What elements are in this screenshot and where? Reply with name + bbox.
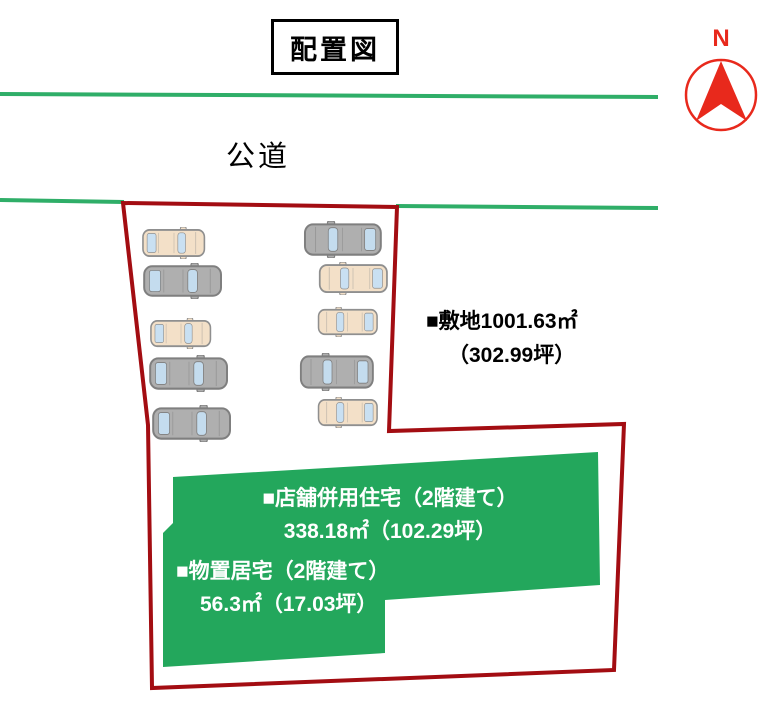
car-beige-left [317, 397, 378, 428]
compass-north-label: N [712, 25, 730, 52]
site-area-line1: ■敷地1001.63㎡ [426, 310, 578, 333]
site-area-label: ■敷地1001.63㎡ （302.99坪） [426, 305, 578, 373]
main-building-area: 338.18㎡（102.29坪） [283, 520, 497, 543]
road-line-bottom-left [0, 198, 125, 204]
road-line-bottom-right [395, 204, 659, 210]
site-area-line2: （302.99坪） [448, 344, 576, 367]
site-boundary [120, 200, 627, 691]
storage-building-label: ■物置居宅（2階建て） 56.3㎡（17.03坪） [176, 555, 389, 621]
car-gray-left [299, 353, 374, 391]
car-beige-left [317, 307, 378, 337]
car-beige-left [318, 262, 388, 295]
main-building-name: ■店舗併用住宅（2階建て） [262, 487, 518, 510]
car-gray-right [149, 355, 228, 392]
main-building-label: ■店舗併用住宅（2階建て） 338.18㎡（102.29坪） [180, 482, 600, 548]
car-beige-right [150, 318, 212, 349]
car-beige-right [142, 227, 206, 259]
car-gray-right [143, 263, 222, 299]
car-gray-left [303, 221, 382, 258]
building-footprint [163, 452, 600, 667]
compass-circle [684, 58, 758, 132]
storage-building-name: ■物置居宅（2階建て） [176, 560, 390, 583]
road-label: 公道 [226, 141, 291, 173]
road-line-top [0, 92, 659, 99]
car-gray-right [152, 405, 231, 442]
title-box: 配置図 [271, 19, 399, 75]
compass-north-arrow-icon [696, 61, 747, 121]
page-title: 配置図 [290, 34, 380, 65]
storage-building-area: 56.3㎡（17.03坪） [200, 593, 378, 616]
